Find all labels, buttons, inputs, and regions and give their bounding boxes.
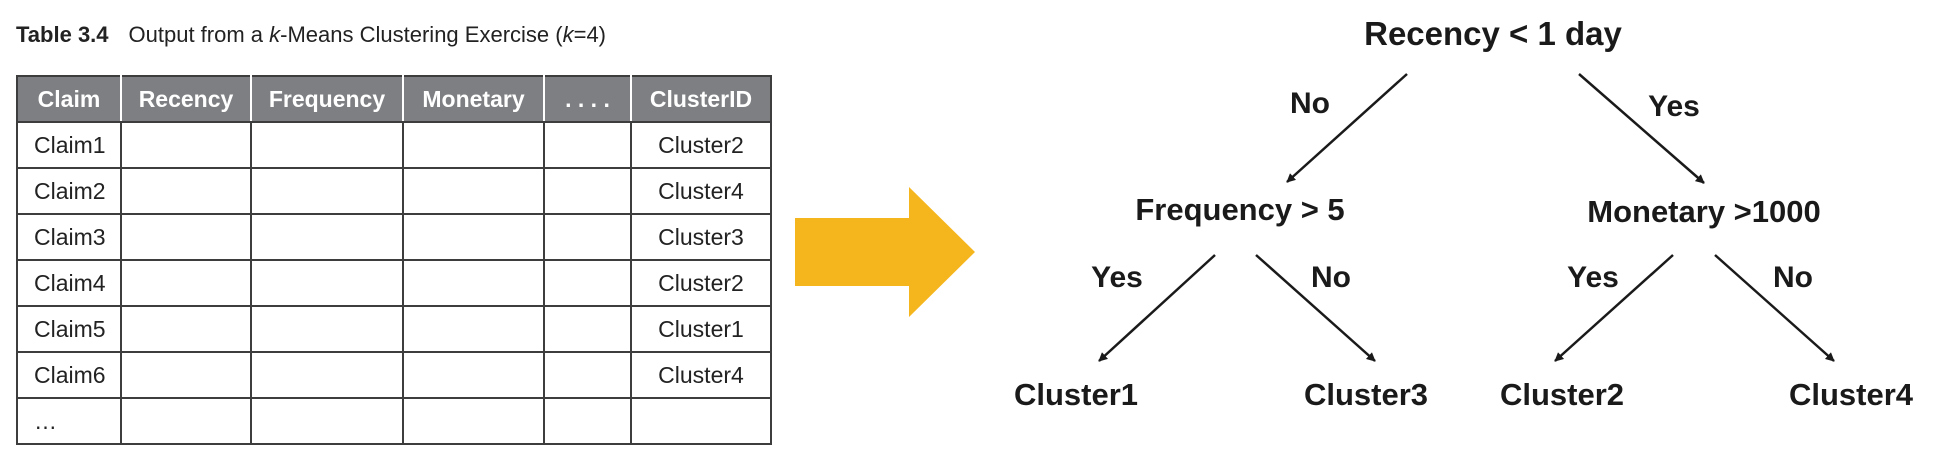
cell-claim: Claim4 — [16, 259, 122, 307]
cell-frequency — [250, 259, 404, 307]
header-clusterid: ClusterID — [630, 75, 772, 123]
cell-frequency — [250, 121, 404, 169]
cell-claim: Claim2 — [16, 167, 122, 215]
cell-cluster — [630, 397, 772, 445]
cell-frequency — [250, 167, 404, 215]
caption-text-1: Output from a — [128, 22, 270, 47]
frequency-no-label: No — [1311, 261, 1351, 294]
frequency-node: Frequency > 5 — [1135, 192, 1344, 227]
cell-recency — [120, 259, 252, 307]
cell-monetary — [402, 213, 545, 261]
cell-frequency — [250, 351, 404, 399]
header-monetary: Monetary — [402, 75, 545, 123]
cell-other — [543, 259, 632, 307]
frequency-yes-label: Yes — [1091, 261, 1143, 294]
cell-monetary — [402, 397, 545, 445]
table-row: Claim3 Cluster3 — [16, 213, 772, 261]
header-ellipsis: . . . . — [543, 75, 632, 123]
monetary-yes-edge-line — [1554, 254, 1674, 362]
root-left-edge-line — [1286, 73, 1408, 183]
cell-frequency — [250, 305, 404, 353]
cell-claim: Claim3 — [16, 213, 122, 261]
cell-recency — [120, 121, 252, 169]
cell-claim: Claim6 — [16, 351, 122, 399]
cell-cluster: Cluster2 — [630, 259, 772, 307]
cell-cluster: Cluster1 — [630, 305, 772, 353]
cell-claim: … — [16, 397, 122, 445]
cell-other — [543, 397, 632, 445]
cell-recency — [120, 397, 252, 445]
leaf-cluster3: Cluster3 — [1304, 377, 1428, 412]
root-right-edge-label: Yes — [1648, 90, 1700, 123]
root-node: Recency < 1 day — [1364, 15, 1622, 52]
monetary-no-edge-line — [1714, 254, 1835, 362]
caption-k-italic: k — [269, 22, 281, 47]
cell-monetary — [402, 351, 545, 399]
cell-frequency — [250, 397, 404, 445]
cell-other — [543, 167, 632, 215]
header-claim: Claim — [16, 75, 122, 123]
table-row: Claim5 Cluster1 — [16, 305, 772, 353]
cell-claim: Claim1 — [16, 121, 122, 169]
cell-other — [543, 213, 632, 261]
cell-recency — [120, 213, 252, 261]
frequency-yes-edge-line — [1098, 254, 1216, 362]
table-number: Table 3.4 — [16, 22, 109, 47]
cell-claim: Claim5 — [16, 305, 122, 353]
table-row: Claim1 Cluster2 — [16, 121, 772, 169]
leaf-cluster4: Cluster4 — [1789, 377, 1914, 412]
cell-cluster: Cluster3 — [630, 213, 772, 261]
header-frequency: Frequency — [250, 75, 404, 123]
cell-recency — [120, 305, 252, 353]
caption-text-2: -Means Clustering Exercise ( — [280, 22, 563, 47]
cell-monetary — [402, 167, 545, 215]
table-row: Claim2 Cluster4 — [16, 167, 772, 215]
table-header-row: Claim Recency Frequency Monetary . . . .… — [16, 75, 772, 123]
table-row: Claim4 Cluster2 — [16, 259, 772, 307]
cell-monetary — [402, 305, 545, 353]
monetary-no-label: No — [1773, 261, 1813, 294]
leaf-cluster2: Cluster2 — [1500, 377, 1624, 412]
cell-monetary — [402, 259, 545, 307]
cell-other — [543, 121, 632, 169]
caption-text-3: =4) — [573, 22, 607, 47]
leaf-cluster1: Cluster1 — [1014, 377, 1138, 412]
cell-recency — [120, 351, 252, 399]
caption-k-italic-2: k — [562, 22, 574, 47]
cell-other — [543, 305, 632, 353]
flow-arrow-shape — [795, 187, 975, 317]
table-row: … — [16, 397, 772, 445]
root-right-edge-line — [1578, 73, 1705, 184]
header-recency: Recency — [120, 75, 252, 123]
cell-recency — [120, 167, 252, 215]
cell-monetary — [402, 121, 545, 169]
cell-cluster: Cluster2 — [630, 121, 772, 169]
monetary-node: Monetary >1000 — [1587, 194, 1820, 229]
kmeans-output-table: Claim Recency Frequency Monetary . . . .… — [16, 75, 772, 445]
table-caption: Table 3.4 Output from a k-Means Clusterin… — [16, 22, 606, 48]
cell-cluster: Cluster4 — [630, 167, 772, 215]
cell-frequency — [250, 213, 404, 261]
cell-cluster: Cluster4 — [630, 351, 772, 399]
table-row: Claim6 Cluster4 — [16, 351, 772, 399]
root-left-edge-label: No — [1290, 87, 1330, 120]
monetary-yes-label: Yes — [1567, 261, 1619, 294]
cell-other — [543, 351, 632, 399]
frequency-no-edge-line — [1255, 254, 1376, 362]
